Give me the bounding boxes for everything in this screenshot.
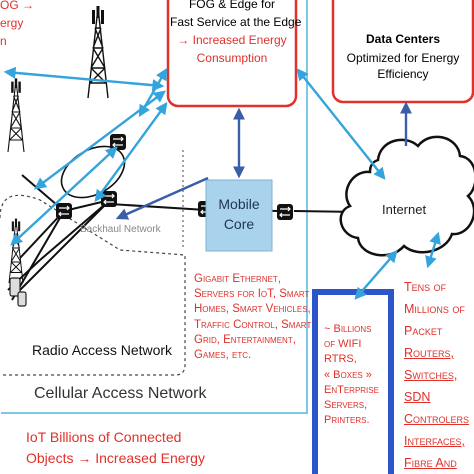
fog-box <box>166 0 298 108</box>
services-line: Gigabit Ethernet, <box>194 273 282 285</box>
tens-line: SDN <box>404 390 431 404</box>
fog-title: FOG & Edge for <box>188 0 276 11</box>
fog-box-text: FOG & Edge for Fast Service at the Edge … <box>170 0 302 67</box>
billions-box <box>312 289 394 474</box>
tens-line: Interfaces, <box>404 434 465 448</box>
router-icon <box>55 202 73 220</box>
billions-line: ~ Billions <box>324 323 372 335</box>
mobile-core-line: Core <box>223 216 255 232</box>
tens-line: Controlers <box>404 412 470 426</box>
services-line: Traffic Control, Smart <box>194 318 312 331</box>
tens-line: Tens of <box>404 280 447 294</box>
billions-line: « Boxes » <box>324 368 372 381</box>
billions-text: ~ Billions of WIFI RTRS, « Boxes » EnTer… <box>324 322 379 428</box>
snippet-line: OG → <box>0 0 35 12</box>
datacenter-line: Optimized for Energy <box>346 51 460 65</box>
mobile-core-label: Mobile Core <box>206 194 272 234</box>
billions-line: EnTerprise <box>324 383 379 396</box>
datacenter-text: Data Centers Optimized for Energy Effici… <box>336 28 470 82</box>
internet-label: Internet <box>382 202 427 217</box>
datacenter-title: Data Centers <box>365 32 441 46</box>
internet-cloud <box>339 135 474 257</box>
radio-tower-bottom <box>8 218 24 284</box>
billions-line: Printers. <box>324 414 370 427</box>
router-icon <box>276 203 294 221</box>
fog-energy-line: Consumption <box>196 51 268 65</box>
radio-access-region <box>0 194 186 376</box>
billions-line: of WIFI <box>324 338 362 351</box>
backhaul-label: Backhaul Network <box>80 224 161 235</box>
services-line: Servers for IoT, Smart <box>194 288 310 301</box>
datacenter-line: Efficiency <box>377 67 429 81</box>
tens-text: Tens of Millions of Packet Routers, Swit… <box>404 276 469 474</box>
radio-tower-left <box>7 77 25 153</box>
mobile-core-line: Mobile <box>218 196 260 212</box>
services-line: Homes, Smart Vehicles, <box>194 303 311 316</box>
iot-device-icon <box>9 277 27 307</box>
router-icon <box>109 133 127 151</box>
radio-access-label: Radio Access Network <box>32 342 173 358</box>
top-left-snippet: OG → ergy n <box>0 0 34 50</box>
snippet-line: n <box>0 34 7 48</box>
iot-line: IoT Billions of Connected <box>26 429 182 445</box>
cellular-access-label: Cellular Access Network <box>34 385 207 402</box>
core-arrows <box>115 101 412 220</box>
tens-line: Fibre And <box>404 456 457 470</box>
iot-line: Objects → Increased Energy <box>26 450 205 466</box>
iot-text: IoT Billions of Connected Objects → Incr… <box>26 427 205 469</box>
billions-line: RTRS, <box>324 353 357 366</box>
tens-line: Routers, <box>404 346 455 360</box>
router-icon <box>100 190 118 208</box>
fog-subtitle: Fast Service at the Edge <box>170 15 302 29</box>
services-line: Games, etc. <box>194 349 252 362</box>
tens-line: Millions of <box>404 302 465 316</box>
snippet-line: ergy <box>0 16 24 30</box>
fog-energy-line: → Increased Energy <box>177 33 287 47</box>
services-text: Gigabit Ethernet, Servers for IoT, Smart… <box>194 272 311 363</box>
mobile-core-box <box>205 179 273 252</box>
radio-tower-top <box>87 5 109 99</box>
connection-arrows <box>3 66 441 300</box>
services-line: Grid, Entertainment, <box>194 333 296 346</box>
billions-line: Servers, <box>324 399 368 412</box>
tens-line: Packet <box>404 324 443 338</box>
tens-line: Switches, <box>404 368 458 382</box>
